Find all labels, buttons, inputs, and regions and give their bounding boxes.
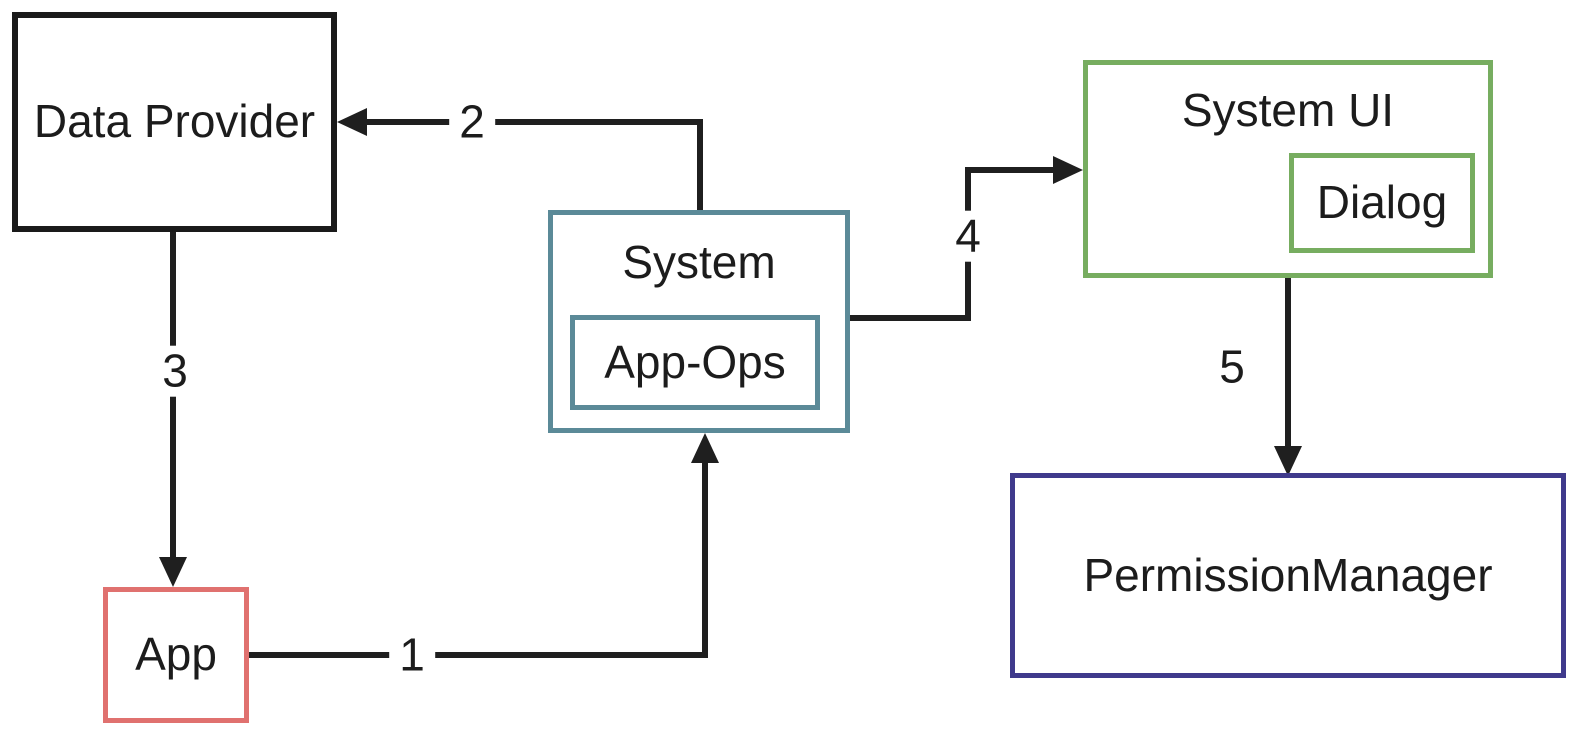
node-app-ops-label: App-Ops xyxy=(604,335,786,388)
edge-1-line-horizontal xyxy=(249,652,708,658)
edge-label-3: 3 xyxy=(152,346,198,397)
edge-1-line-vertical xyxy=(702,463,708,658)
node-system: System App-Ops xyxy=(548,210,850,433)
edge-2-line-vertical xyxy=(697,119,703,212)
node-system-ui-label: System UI xyxy=(1181,84,1395,136)
edge-5-line-vertical xyxy=(1285,278,1291,446)
node-dialog-label: Dialog xyxy=(1316,176,1448,229)
node-app-ops: App-Ops xyxy=(570,315,820,410)
node-dialog: Dialog xyxy=(1289,153,1475,253)
edge-4-arrowhead-right xyxy=(1053,156,1083,184)
edge-4-line-horizontal-lower xyxy=(850,315,971,321)
edge-label-2: 2 xyxy=(449,97,495,148)
node-app: App xyxy=(103,587,249,723)
node-system-ui: System UI Dialog xyxy=(1083,60,1493,278)
node-system-label: System xyxy=(622,236,776,288)
edge-2-arrowhead-left xyxy=(337,108,367,136)
node-permission-manager-label: PermissionManager xyxy=(1083,548,1493,601)
edge-1-arrowhead-up xyxy=(691,433,719,463)
edge-5-arrowhead-down xyxy=(1274,446,1302,476)
edge-4-line-horizontal-upper xyxy=(965,167,1056,173)
node-data-provider-label: Data Provider xyxy=(33,95,316,148)
edge-2-line-horizontal xyxy=(362,119,703,125)
node-data-provider: Data Provider xyxy=(12,12,337,232)
node-permission-manager: PermissionManager xyxy=(1010,473,1566,678)
edge-label-4: 4 xyxy=(945,211,991,262)
node-app-label: App xyxy=(135,628,217,681)
edge-label-1: 1 xyxy=(389,630,435,681)
edge-3-arrowhead-down xyxy=(159,557,187,587)
edge-label-5: 5 xyxy=(1209,342,1255,393)
